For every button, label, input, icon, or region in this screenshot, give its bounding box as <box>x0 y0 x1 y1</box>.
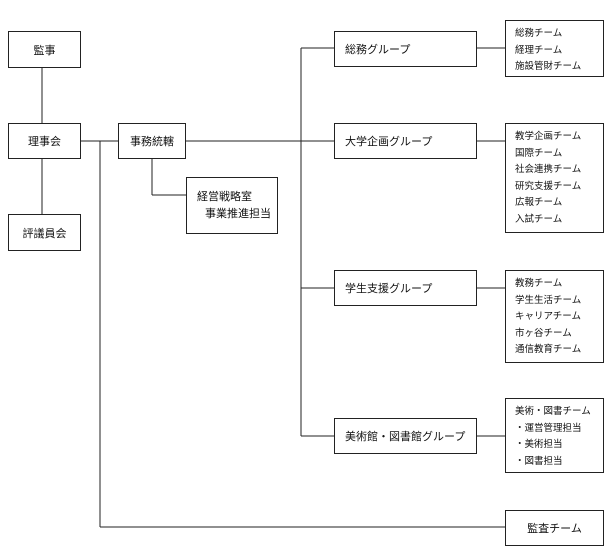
group-box-daigaku: 大学企画グループ <box>334 123 477 159</box>
team-box-soumu: 総務チーム 経理チーム 施設管財チーム <box>505 20 604 77</box>
team-item: ・美術担当 <box>515 439 563 450</box>
kansa-label: 監事 <box>33 43 56 57</box>
team-box-daigaku: 教学企画チーム 国際チーム 社会連携チーム 研究支援チーム 広報チーム 入試チー… <box>505 123 604 233</box>
jimu-tokatsu-box: 事務統轄 <box>118 123 186 159</box>
team-item: 教務チーム <box>515 278 563 289</box>
team-item: 広報チーム <box>515 197 563 208</box>
rijikai-label: 理事会 <box>28 135 61 148</box>
team-item: 経理チーム <box>515 44 563 56</box>
group-box-gakusei: 学生支援グループ <box>334 270 477 306</box>
keiei-line2: 事業推進担当 <box>205 207 271 220</box>
team-item: 市ヶ谷チーム <box>515 327 572 339</box>
team-item: ・図書担当 <box>515 455 563 467</box>
team-item: 教学企画チーム <box>515 131 582 142</box>
kansa-team-box: 監査チーム <box>505 510 604 546</box>
kansa-team-label: 監査チーム <box>527 522 582 535</box>
team-box-bijutsukan: 美術・図書チーム ・運営管理担当 ・美術担当 ・図書担当 <box>505 398 604 473</box>
group-label: 大学企画グループ <box>345 135 433 148</box>
team-item: 国際チーム <box>515 147 563 159</box>
hyogiinkai-box: 評議員会 <box>8 214 81 251</box>
group-label: 総務グループ <box>345 43 411 56</box>
hyogiinkai-label: 評議員会 <box>22 226 67 240</box>
group-label: 学生支援グループ <box>345 282 433 295</box>
team-item: 学生生活チーム <box>515 294 582 306</box>
team-item: キャリアチーム <box>515 311 582 322</box>
team-item: 通信教育チーム <box>515 344 582 355</box>
group-box-bijutsukan: 美術館・図書館グループ <box>334 418 477 454</box>
team-item: 総務チーム <box>515 28 563 39</box>
team-item: 施設管財チーム <box>515 61 582 72</box>
rijikai-box: 理事会 <box>8 123 81 159</box>
kansa-box: 監事 <box>8 31 81 68</box>
keiei-line1: 経営戦略室 <box>197 190 252 203</box>
team-item: ・運営管理担当 <box>515 422 582 434</box>
keiei-box: 経営戦略室 事業推進担当 <box>186 177 278 234</box>
team-box-gakusei: 教務チーム 学生生活チーム キャリアチーム 市ヶ谷チーム 通信教育チーム <box>505 270 604 363</box>
team-item: 美術・図書チーム <box>515 406 591 417</box>
group-box-soumu: 総務グループ <box>334 31 477 67</box>
team-item: 社会連携チーム <box>515 164 582 175</box>
jimu-tokatsu-label: 事務統轄 <box>130 135 174 148</box>
group-label: 美術館・図書館グループ <box>345 430 466 443</box>
team-item: 研究支援チーム <box>515 180 582 192</box>
team-item: 入試チーム <box>515 213 563 225</box>
